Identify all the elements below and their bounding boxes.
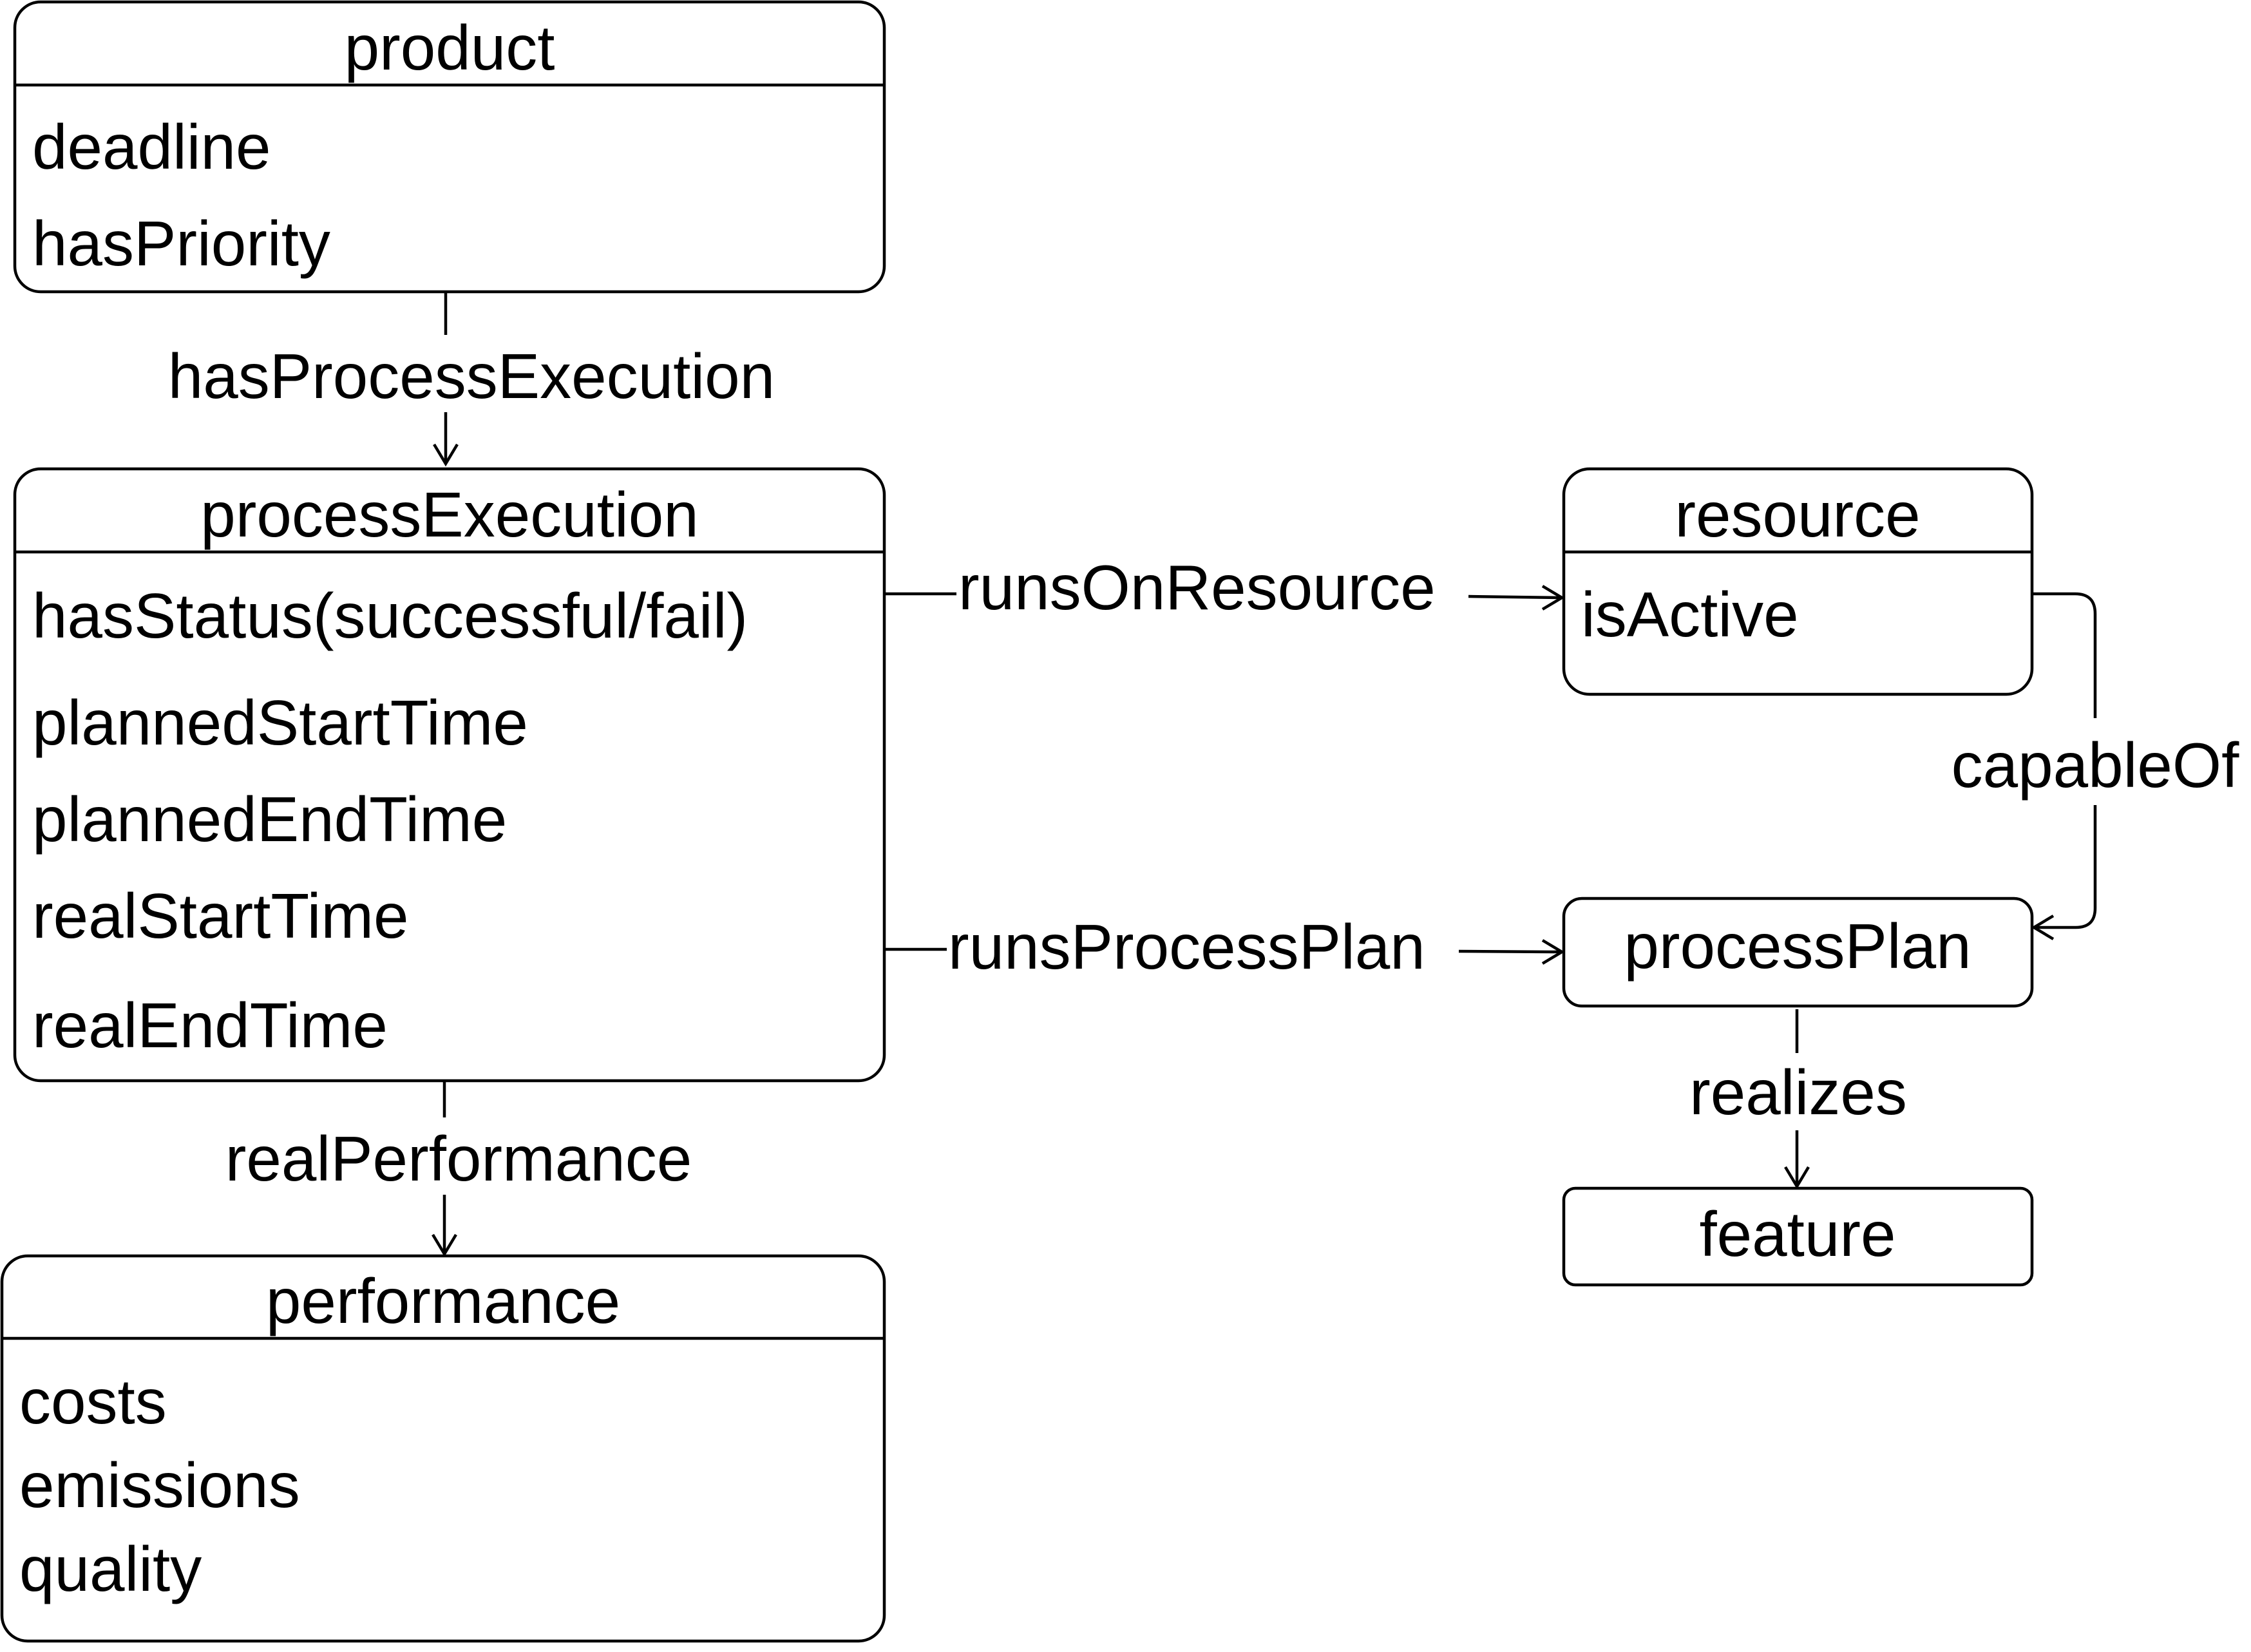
- edge-label-has-process-execution: hasProcessExecution: [168, 341, 775, 412]
- edge-capable-of: capableOf: [1952, 592, 2240, 940]
- attr-quality: quality: [19, 1533, 202, 1604]
- attr-is-active: isActive: [1581, 579, 1799, 650]
- attr-real-end-time: realEndTime: [32, 990, 388, 1061]
- edge-label-runs-on-resource: runsOnResource: [958, 552, 1436, 623]
- class-process-plan: processPlan: [1562, 897, 2034, 1008]
- edge-real-performance: realPerformance: [225, 1081, 692, 1257]
- class-resource: resource isActive: [1562, 467, 2034, 696]
- class-performance: performance costs emissions quality: [0, 1254, 886, 1643]
- class-title-process-plan: processPlan: [1624, 911, 1971, 982]
- class-title-feature: feature: [1699, 1199, 1895, 1269]
- class-title-product: product: [345, 12, 555, 83]
- edge-label-realizes: realizes: [1689, 1057, 1907, 1128]
- class-title-process-execution: processExecution: [200, 479, 699, 550]
- attr-deadline: deadline: [32, 111, 271, 182]
- attr-planned-start-time: plannedStartTime: [32, 687, 528, 758]
- class-process-execution: processExecution hasStatus(successful/fa…: [13, 467, 886, 1083]
- edge-label-capable-of: capableOf: [1952, 730, 2240, 801]
- attr-has-priority: hasPriority: [32, 208, 330, 279]
- class-product: product deadline hasPriority: [13, 0, 886, 294]
- attr-real-start-time: realStartTime: [32, 880, 409, 951]
- edge-label-real-performance: realPerformance: [225, 1123, 692, 1194]
- class-title-resource: resource: [1675, 479, 1920, 550]
- edge-label-runs-process-plan: runsProcessPlan: [948, 911, 1425, 982]
- attr-has-status: hasStatus(successful/fail): [32, 580, 748, 651]
- edge-realizes: realizes: [1689, 1009, 1907, 1190]
- class-feature: feature: [1562, 1186, 2034, 1287]
- edge-runs-process-plan: runsProcessPlan: [884, 911, 1565, 982]
- edge-has-process-execution: hasProcessExecution: [168, 293, 775, 467]
- attr-planned-end-time: plannedEndTime: [32, 784, 507, 855]
- attr-emissions: emissions: [19, 1450, 300, 1521]
- class-title-performance: performance: [266, 1266, 620, 1336]
- attr-costs: costs: [19, 1366, 167, 1437]
- edge-runs-on-resource: runsOnResource: [884, 552, 1565, 623]
